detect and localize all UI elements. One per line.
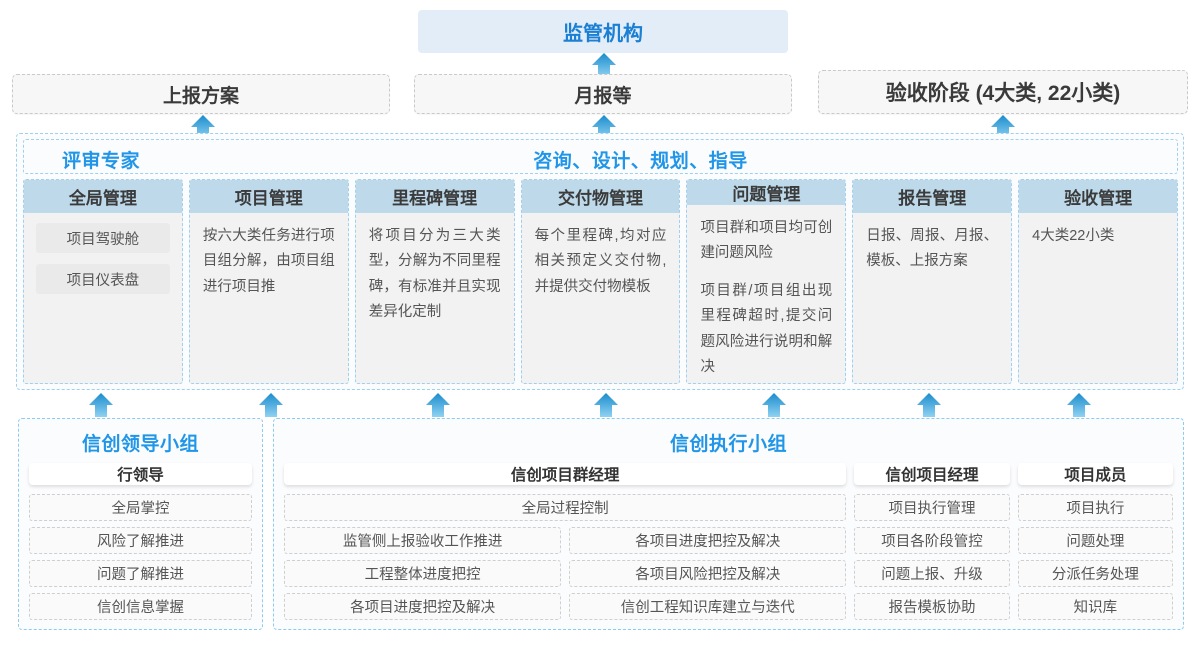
top-box-label: 验收阶段 (4大类, 22小类)	[885, 82, 1121, 105]
platform-card-list: 全局管理 项目驾驶舱 项目仪表盘 项目管理 按六大类任务进行项目组分解，由项目组…	[23, 179, 1179, 384]
group-exec-title: 信创执行小组	[669, 434, 787, 455]
arrow-up-to-regulator	[591, 52, 617, 78]
card-global-management[interactable]: 全局管理 项目驾驶舱 项目仪表盘	[23, 179, 183, 384]
regulator-label: 监管机构	[563, 23, 643, 45]
card-pill-list: 项目驾驶舱 项目仪表盘	[24, 213, 182, 305]
card-paragraph: 按六大类任务进行项目组分解，由项目组进行项目推	[202, 228, 335, 295]
platform-header: 评审专家 咨询、设计、规划、指导	[23, 139, 1178, 174]
group-leader-title: 信创领导小组	[81, 434, 199, 455]
list-item[interactable]: 各项目风险把控及解决	[569, 560, 847, 587]
regulator-box: 监管机构	[418, 10, 788, 53]
arrow-up-to-platform-1	[88, 392, 114, 418]
card-body: 每个里程碑,均对应相关预定义交付物,并提供交付物模板	[522, 213, 680, 383]
card-title: 问题管理	[687, 180, 846, 205]
card-body: 项目群和项目均可创建问题风险 项目群/项目组出现里程碑超时,提交问题风险进行说明…	[687, 205, 845, 383]
column-project-manager: 信创项目经理 项目执行管理 项目各阶段管控 问题上报、升级 报告模板协助	[854, 463, 1010, 620]
card-paragraph: 日报、周报、月报、模板、上报方案	[866, 228, 999, 270]
card-title: 报告管理	[853, 180, 1012, 213]
item-row: 各项目进度把控及解决 信创工程知识库建立与迭代	[284, 593, 847, 620]
top-box-label: 月报等	[574, 85, 632, 107]
list-item[interactable]: 项目执行	[1017, 494, 1174, 521]
card-milestone-management[interactable]: 里程碑管理 将项目分为三大类型，分解为不同里程碑，有标准并且实现差异化定制	[354, 179, 515, 384]
list-item[interactable]: 全局掌控	[29, 494, 252, 521]
card-body: 4大类22小类	[1019, 213, 1177, 383]
card-title: 项目管理	[189, 180, 348, 213]
list-item[interactable]: 问题了解推进	[29, 560, 252, 587]
arrow-up-to-platform-4	[593, 392, 619, 418]
arrow-up-to-platform-3	[425, 392, 451, 418]
card-paragraph: 项目群/项目组出现里程碑超时,提交问题风险进行说明和解决	[700, 282, 833, 375]
list-item[interactable]: 项目执行管理	[854, 494, 1010, 521]
arrow-up-to-platform-5	[761, 392, 787, 418]
platform-container: 评审专家 咨询、设计、规划、指导 全局管理 项目驾驶舱 项目仪表盘 项目管理 按…	[16, 133, 1184, 390]
list-item[interactable]: 问题处理	[1017, 527, 1174, 554]
list-item[interactable]: 各项目进度把控及解决	[569, 527, 847, 554]
card-paragraph: 项目群和项目均可创建问题风险	[700, 220, 833, 262]
group-exec-columns: 信创项目群经理 全局过程控制 监管侧上报验收工作推进 各项目进度把控及解决 工程…	[284, 463, 1174, 620]
card-paragraph: 4大类22小类	[1032, 228, 1115, 244]
item-row: 工程整体进度把控 各项目风险把控及解决	[284, 560, 847, 587]
column-item-list: 全局掌控 风险了解推进 问题了解推进 信创信息掌握	[29, 494, 252, 620]
card-paragraph: 将项目分为三大类型，分解为不同里程碑，有标准并且实现差异化定制	[368, 228, 501, 321]
platform-header-center-label: 咨询、设计、规划、指导	[533, 151, 748, 172]
card-acceptance-management[interactable]: 验收管理 4大类22小类	[1018, 179, 1179, 384]
list-item[interactable]: 知识库	[1017, 593, 1174, 620]
card-project-management[interactable]: 项目管理 按六大类任务进行项目组分解，由项目组进行项目推	[188, 179, 349, 384]
column-head: 信创项目经理	[854, 463, 1010, 485]
list-item[interactable]: 报告模板协助	[854, 593, 1010, 620]
platform-header-left-label: 评审专家	[62, 151, 141, 172]
card-deliverable-management[interactable]: 交付物管理 每个里程碑,均对应相关预定义交付物,并提供交付物模板	[520, 179, 681, 384]
card-title: 交付物管理	[521, 180, 680, 213]
column-head: 信创项目群经理	[284, 463, 847, 485]
card-body: 按六大类任务进行项目组分解，由项目组进行项目推	[190, 213, 348, 383]
column-item-list: 项目执行管理 项目各阶段管控 问题上报、升级 报告模板协助	[854, 494, 1010, 620]
card-title: 里程碑管理	[355, 180, 514, 213]
pill-item[interactable]: 项目驾驶舱	[36, 223, 170, 253]
group-leader-columns: 行领导 全局掌控 风险了解推进 问题了解推进 信创信息掌握	[29, 463, 252, 620]
arrow-up-to-platform-6	[916, 392, 942, 418]
list-item[interactable]: 全局过程控制	[284, 494, 847, 521]
column-item-list: 全局过程控制 监管侧上报验收工作推进 各项目进度把控及解决 工程整体进度把控 各…	[284, 494, 847, 620]
card-body: 将项目分为三大类型，分解为不同里程碑，有标准并且实现差异化定制	[356, 213, 514, 383]
column-head: 项目成员	[1017, 463, 1174, 485]
top-box-monthly-report: 月报等	[414, 74, 792, 114]
column-project-member: 项目成员 项目执行 问题处理 分派任务处理 知识库	[1017, 463, 1174, 620]
top-box-label: 上报方案	[162, 85, 239, 107]
column-head: 行领导	[29, 463, 252, 485]
arrow-up-to-platform-7	[1066, 392, 1092, 418]
list-item[interactable]: 项目各阶段管控	[854, 527, 1010, 554]
list-item[interactable]: 分派任务处理	[1017, 560, 1174, 587]
card-title: 全局管理	[24, 180, 182, 213]
list-item[interactable]: 信创信息掌握	[29, 593, 252, 620]
list-item[interactable]: 风险了解推进	[29, 527, 252, 554]
card-paragraph: 每个里程碑,均对应相关预定义交付物,并提供交付物模板	[534, 228, 667, 295]
top-box-report-plan: 上报方案	[12, 74, 390, 114]
top-box-acceptance-stage: 验收阶段 (4大类, 22小类)	[818, 70, 1188, 114]
list-item[interactable]: 各项目进度把控及解决	[284, 593, 562, 620]
pill-item[interactable]: 项目仪表盘	[36, 264, 170, 294]
column-bank-leader: 行领导 全局掌控 风险了解推进 问题了解推进 信创信息掌握	[29, 463, 252, 620]
arrow-up-to-platform-2	[258, 392, 284, 418]
list-item[interactable]: 问题上报、升级	[854, 560, 1010, 587]
list-item[interactable]: 监管侧上报验收工作推进	[284, 527, 562, 554]
column-item-list: 项目执行 问题处理 分派任务处理 知识库	[1017, 494, 1174, 620]
card-title: 验收管理	[1019, 180, 1178, 213]
list-item[interactable]: 工程整体进度把控	[284, 560, 562, 587]
column-program-manager: 信创项目群经理 全局过程控制 监管侧上报验收工作推进 各项目进度把控及解决 工程…	[284, 463, 847, 620]
card-report-management[interactable]: 报告管理 日报、周报、月报、模板、上报方案	[852, 179, 1013, 384]
item-row: 监管侧上报验收工作推进 各项目进度把控及解决	[284, 527, 847, 554]
card-body: 日报、周报、月报、模板、上报方案	[853, 213, 1011, 383]
group-leader-container: 信创领导小组 行领导 全局掌控 风险了解推进 问题了解推进 信创信息掌握	[18, 418, 263, 630]
group-exec-container: 信创执行小组 信创项目群经理 全局过程控制 监管侧上报验收工作推进 各项目进度把…	[273, 418, 1184, 630]
card-issue-management[interactable]: 问题管理 项目群和项目均可创建问题风险 项目群/项目组出现里程碑超时,提交问题风…	[686, 179, 847, 384]
list-item[interactable]: 信创工程知识库建立与迭代	[569, 593, 847, 620]
